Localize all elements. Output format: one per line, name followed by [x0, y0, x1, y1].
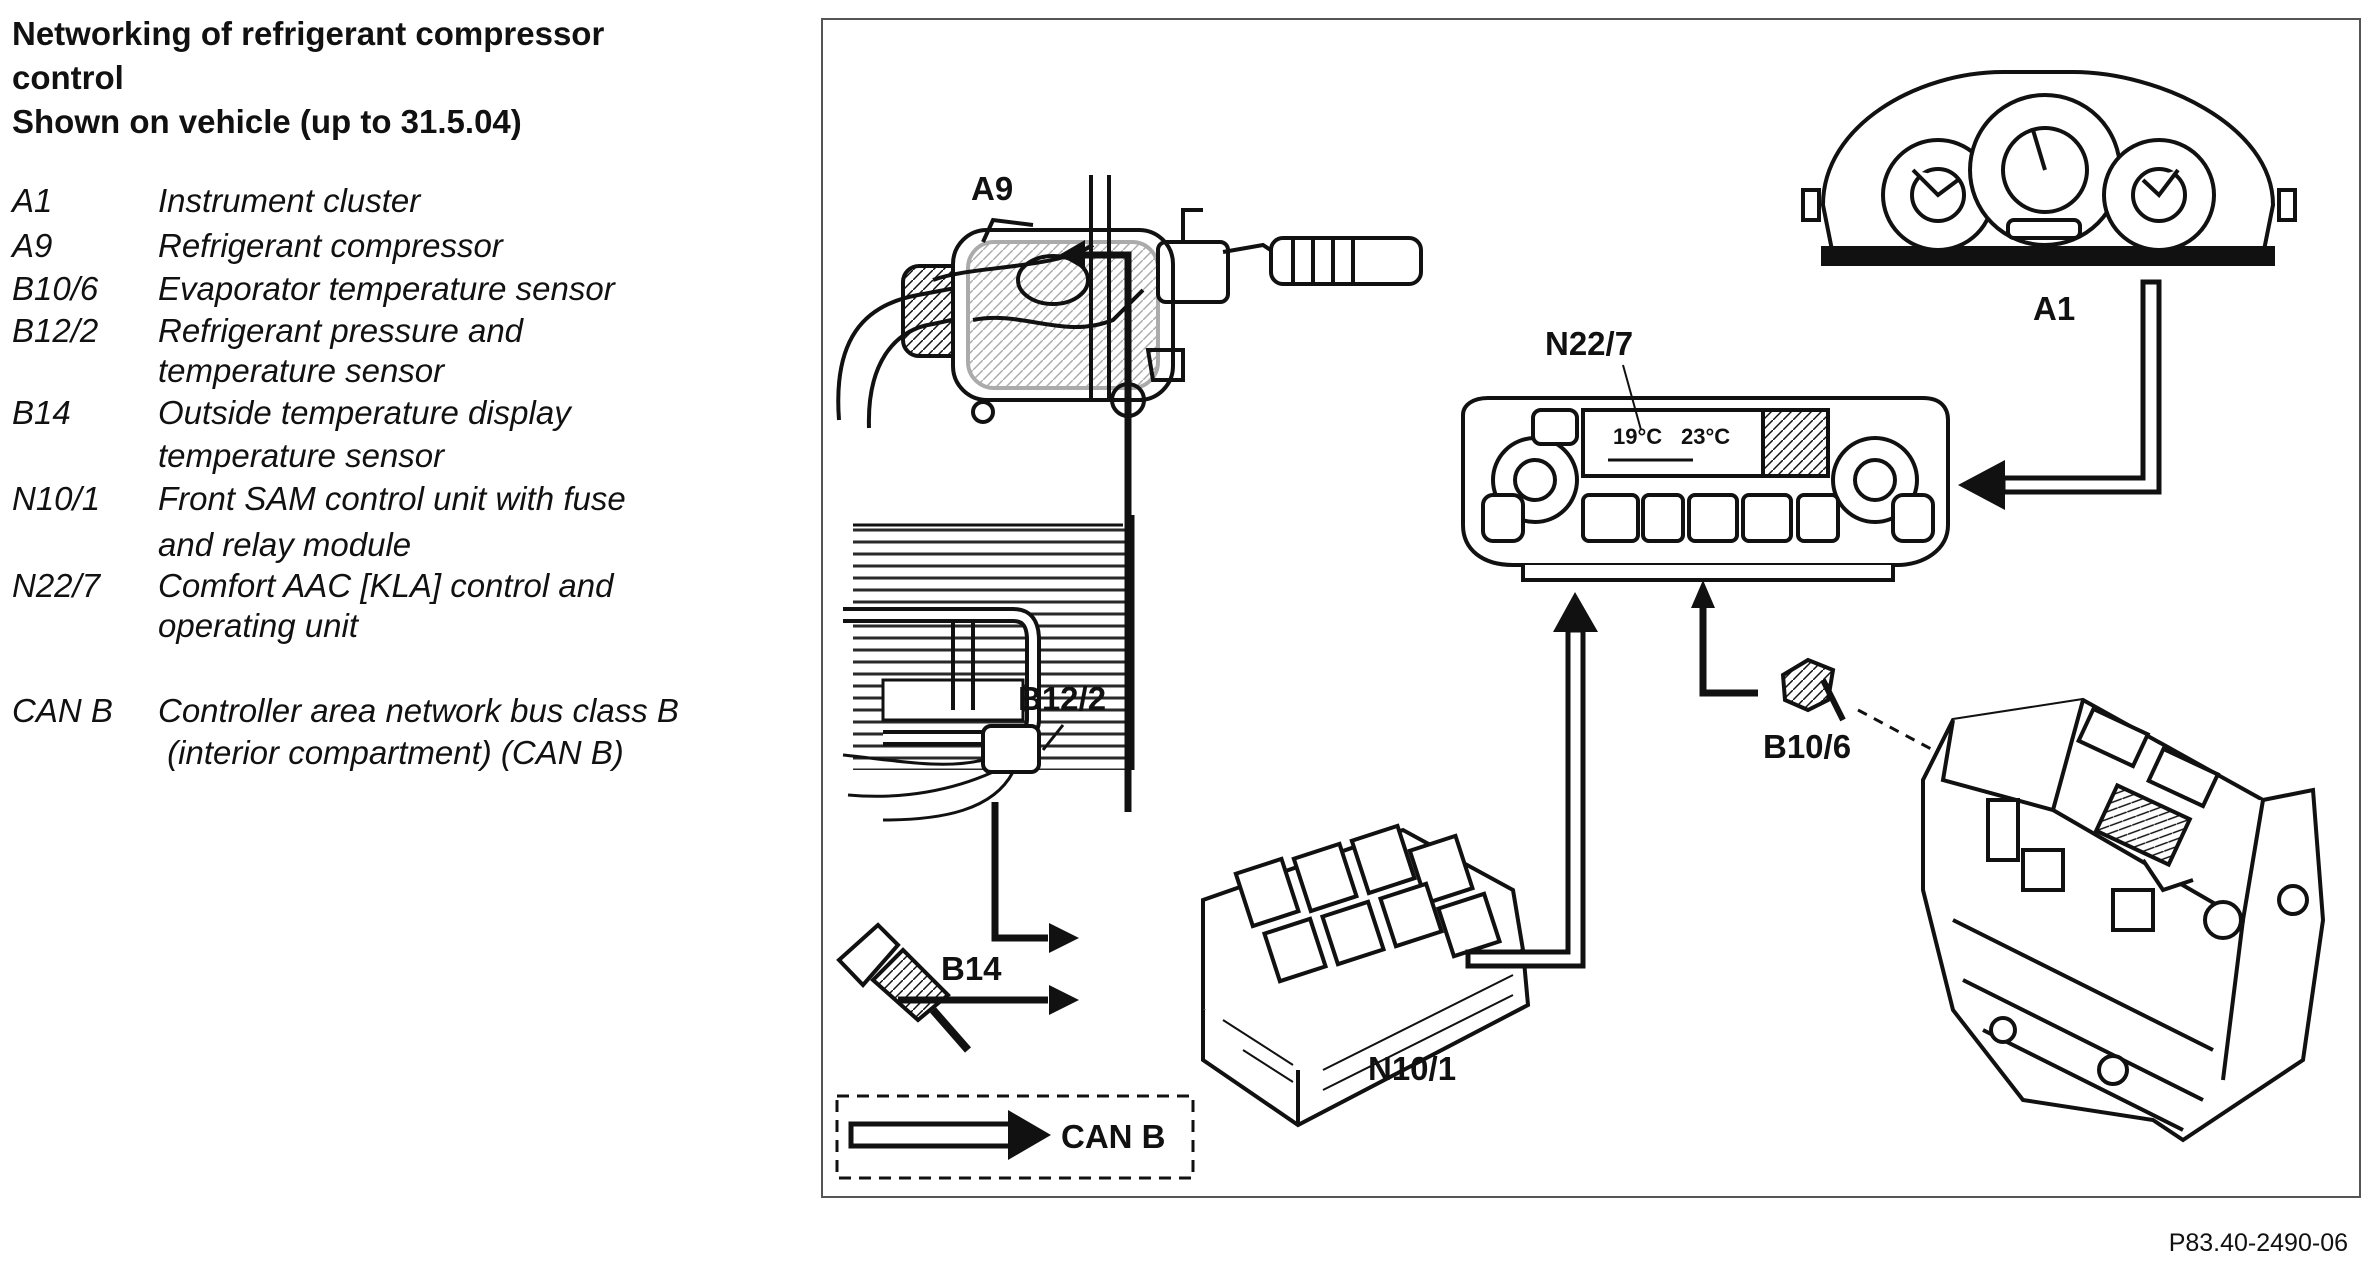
- cluster-a1-illustration: [1801, 70, 2297, 266]
- control-n22-7-illustration: [1461, 396, 1950, 582]
- label-b12-2: B12/2: [1018, 680, 1106, 717]
- legend-desc: Controller area network bus class B: [158, 692, 679, 729]
- arrow-head: [1049, 985, 1079, 1015]
- sensor-b10-6-illustration: [1780, 657, 1934, 752]
- condenser-b12-2-illustration: [842, 515, 1135, 822]
- legend: A1 Instrument cluster A9 Refrigerant com…: [12, 180, 772, 771]
- sam-n10-1-illustration: [1201, 823, 1531, 1128]
- display-temp-right: 23°C: [1681, 424, 1730, 449]
- can-b-legend-box: [835, 1094, 1195, 1180]
- legend-desc-cont: operating unit: [158, 607, 358, 644]
- can-b-arrows: [898, 240, 2162, 1015]
- legend-code: A1: [12, 182, 53, 219]
- legend-item-n10-1: N10/1 Front SAM control unit with fuse a…: [12, 476, 772, 568]
- legend-code: N10/1: [12, 480, 101, 517]
- legend-desc-cont: temperature sensor: [158, 437, 445, 474]
- diagram-canvas: A9 B12/2 B14: [835, 70, 2326, 1180]
- legend-item-a9: A9 Refrigerant compressor: [12, 225, 772, 267]
- arrow-head: [1958, 460, 2005, 510]
- arrow-b10-to-n22: [1699, 590, 1758, 697]
- display-temp-left: 19°C: [1613, 424, 1662, 449]
- legend-item-a1: A1 Instrument cluster: [12, 180, 772, 222]
- legend-item-b12-2: B12/2 Refrigerant pressure and temperatu…: [12, 311, 772, 391]
- label-can-b: CAN B: [1061, 1118, 1166, 1155]
- arrow-head: [1059, 240, 1085, 270]
- arrow-a1-to-n22: [2000, 279, 2162, 495]
- legend-desc: Refrigerant compressor: [158, 227, 503, 264]
- arrow-b12-to-n10: [991, 802, 1048, 942]
- legend-desc: Refrigerant pressure and: [158, 312, 524, 349]
- compressor-a9-illustration: [836, 175, 1423, 429]
- legend-code: CAN B: [12, 692, 113, 729]
- legend-code: B12/2: [12, 312, 99, 349]
- sensor-b14-illustration: [836, 922, 972, 1053]
- label-a9: A9: [971, 170, 1013, 207]
- label-n22-7: N22/7: [1545, 325, 1633, 362]
- arrow-head: [1691, 580, 1715, 608]
- legend-desc: Outside temperature display: [158, 394, 571, 431]
- network-diagram: A9 B12/2 B14: [821, 18, 2361, 1198]
- arrow-n10-to-a9: [1083, 251, 1132, 812]
- legend-desc-cont: temperature sensor: [158, 352, 445, 389]
- title-line-3: Shown on vehicle (up to 31.5.04): [12, 103, 522, 140]
- legend-code: B10/6: [12, 270, 99, 307]
- legend-desc: Evaporator temperature sensor: [158, 270, 615, 307]
- legend-code: A9: [12, 227, 53, 264]
- legend-desc: Front SAM control unit with fuse: [158, 480, 626, 517]
- title-line-2: control: [12, 59, 124, 96]
- hvac-housing-illustration: [1921, 697, 2326, 1143]
- label-b10-6: B10/6: [1763, 728, 1851, 765]
- leader-n22-7: [1622, 364, 1642, 431]
- legend-item-n22-7: N22/7 Comfort AAC [KLA] control and oper…: [12, 566, 772, 646]
- page-title: Networking of refrigerant compressor con…: [12, 12, 772, 144]
- title-line-1: Networking of refrigerant compressor: [12, 15, 605, 52]
- legend-desc-cont: (interior compartment) (CAN B): [158, 734, 624, 771]
- label-n10-1: N10/1: [1368, 1050, 1456, 1087]
- arrow-head: [1049, 923, 1079, 953]
- legend-item-can-b: CAN B Controller area network bus class …: [12, 690, 772, 774]
- label-b14: B14: [941, 950, 1002, 987]
- legend-desc: Instrument cluster: [158, 182, 421, 219]
- label-a1: A1: [2033, 290, 2075, 327]
- legend-desc: Comfort AAC [KLA] control and: [158, 567, 614, 604]
- legend-code: B14: [12, 394, 71, 431]
- legend-item-b10-6: B10/6 Evaporator temperature sensor: [12, 268, 772, 310]
- figure-reference: P83.40-2490-06: [2168, 1229, 2348, 1257]
- arrow-head: [1553, 592, 1598, 632]
- legend-desc-cont: and relay module: [158, 526, 412, 563]
- legend-item-b14: B14 Outside temperature display temperat…: [12, 391, 772, 477]
- legend-code: N22/7: [12, 567, 101, 604]
